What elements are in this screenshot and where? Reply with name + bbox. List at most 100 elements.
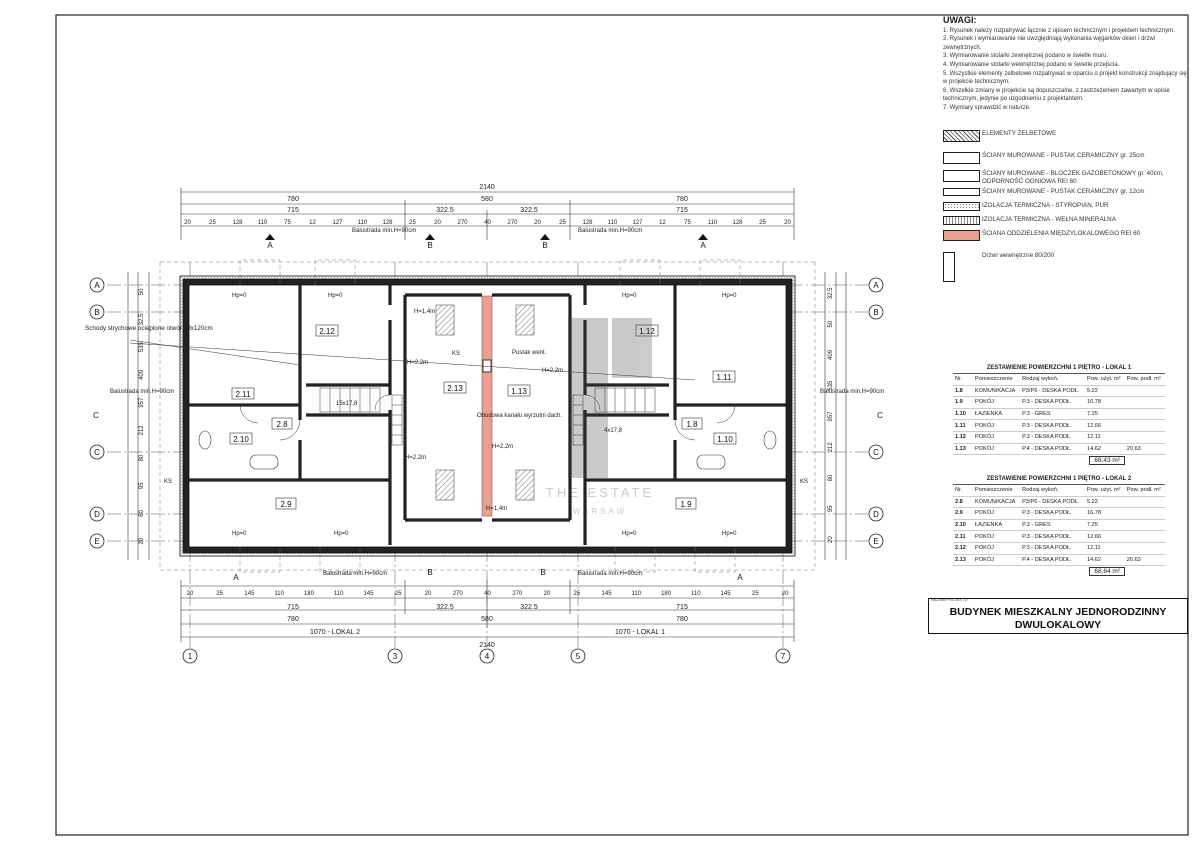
table-cell: 20.63: [1124, 554, 1165, 567]
dimension-segment: 95: [139, 482, 145, 489]
table-cell: P.3 - DESKA PODŁ.: [1020, 396, 1085, 409]
party-wall-rei60: [481, 295, 493, 517]
table-cell: [1124, 396, 1165, 409]
table-cell: P.3 - DESKA PODŁ.: [1020, 542, 1085, 555]
schedule-header-cell: Pow. użyt. m²: [1084, 485, 1125, 497]
title-label: NAZWA PROJEKTU:: [931, 597, 969, 602]
table-cell: POKÓJ: [973, 419, 1021, 432]
table-cell: 1.10: [953, 408, 973, 421]
table-cell: POKÓJ: [973, 530, 1021, 543]
room-2-12: 2.12: [319, 327, 335, 336]
dim-bot-inner-4: 715: [676, 604, 688, 611]
table-cell: 5.22: [1084, 385, 1125, 398]
dimension-segment: 110: [334, 591, 344, 597]
axis-x-label: 7: [781, 652, 786, 661]
legend-label: ŚCIANY MUROWANE - BLOCZEK GAZOBETONOWY g…: [982, 170, 1164, 185]
axis-y-label-right-circle: [868, 304, 884, 320]
legend-swatch: [943, 216, 980, 225]
table-cell: 16.78: [1084, 507, 1125, 520]
dim-bot-half-right: 780: [676, 616, 688, 623]
dimension-segment: 145: [363, 591, 374, 597]
table-cell: 2.9: [953, 507, 973, 520]
table-cell: 2.12: [953, 542, 973, 555]
dim-overall-bottom: 2140: [479, 642, 495, 649]
h22-a: H=2,2m: [407, 360, 428, 366]
dimension-segment: 60: [139, 509, 145, 516]
dim-lokal-2: 1070 - LOKAL 2: [310, 629, 360, 636]
table-cell: 14.62: [1084, 443, 1125, 456]
dimension-segment: 128: [732, 220, 743, 226]
table-cell: 2.11: [953, 530, 973, 543]
room-1-9: 1.9: [680, 500, 692, 509]
dim-inner-1: 715: [287, 207, 299, 214]
ks-c: KS: [800, 479, 808, 485]
dimension-segment: 20: [544, 591, 551, 597]
note-item: 3. Wymiarowanie stolarki zewnętrznej pod…: [943, 53, 1109, 60]
axis-y-label-left: E: [94, 537, 99, 546]
axis-x-label: 3: [393, 652, 398, 661]
table-cell: 7.25: [1084, 519, 1125, 532]
axis-y-label-right: E: [873, 537, 878, 546]
watermark: THE ESTATE WARSAW: [546, 318, 652, 516]
dim-center: 580: [481, 196, 493, 203]
ks-a: KS: [452, 351, 460, 357]
axis-x-label-circle: [775, 648, 791, 664]
dimension-segment: 145: [244, 591, 255, 597]
legend-swatch: [943, 152, 980, 164]
balustrade-top-left: Balustrada min.H=90cm: [352, 228, 416, 234]
table-cell: [1124, 542, 1165, 555]
axis-x-label: 4: [485, 652, 490, 661]
legend-swatch: [943, 252, 955, 282]
attic-stairs-note: Schody strychowe ocieplone otwór 60x120c…: [85, 325, 213, 332]
balustrade-bottom-left: Balustrada min.H=90cm: [323, 571, 387, 577]
schedule-lokal-2: ZESTAWIENIE POWIERZCHNI 1 PIĘTRO - LOKAL…: [953, 474, 1165, 578]
h22-c: H=2,2m: [492, 444, 513, 450]
table-cell: 2.13: [953, 554, 973, 567]
dimension-segment: 128: [232, 220, 243, 226]
table-cell: P.3 - DESKA PODŁ.: [1020, 530, 1085, 543]
dimension-segment: 127: [332, 220, 343, 226]
axis-y-label-left: A: [94, 281, 100, 290]
title-block: NAZWA PROJEKTU: BUDYNEK MIESZKALNY JEDNO…: [928, 597, 1188, 634]
table-cell: [1124, 530, 1165, 543]
table-cell: KOMUNIKACJA: [973, 385, 1021, 398]
dimension-segment: 110: [258, 220, 268, 226]
dimension-segment: 535: [828, 380, 834, 391]
duct-note: Obudowa kanału wyrzutni dach.: [477, 413, 562, 419]
legend-swatch: [943, 202, 980, 211]
schedule-2-caption: ZESTAWIENIE POWIERZCHNI 1 PIĘTRO - LOKAL…: [953, 474, 1165, 485]
table-cell: [1124, 507, 1165, 520]
stairs-right: [572, 387, 656, 446]
dim-half-right: 780: [676, 196, 688, 203]
table-cell: P.4 - DESKA PODŁ.: [1020, 443, 1085, 456]
table-cell: POKÓJ: [973, 542, 1021, 555]
dimension-segment: 80: [139, 454, 145, 461]
pustak-went: Pustak went.: [512, 350, 547, 356]
room-2-11: 2.11: [236, 390, 252, 399]
table-cell: [1124, 385, 1165, 398]
dimension-segment: 110: [632, 591, 642, 597]
dimension-segment: 25: [409, 220, 416, 226]
axis-y-label-left: D: [94, 510, 100, 519]
table-cell: 16.78: [1084, 396, 1125, 409]
h14-top: H=1,4m: [414, 309, 435, 315]
table-cell: [1124, 419, 1165, 432]
schedule-header-cell: Pomieszczenie: [973, 374, 1021, 386]
dimension-segment: 20: [139, 537, 145, 544]
dimension-segment: 270: [512, 591, 523, 597]
table-cell: 2.8: [953, 496, 973, 509]
axis-y-label-right-circle: [868, 506, 884, 522]
dimension-segment: 180: [661, 591, 672, 597]
table-cell: ŁAZIENKA: [973, 408, 1021, 421]
section-C-right: C: [877, 411, 883, 420]
dimension-segment: 20: [187, 591, 194, 597]
axis-y-label-right-circle: [868, 277, 884, 293]
notes-block: UWAGI: 1. Rysunek należy rozpatrywać łąc…: [943, 16, 1191, 113]
